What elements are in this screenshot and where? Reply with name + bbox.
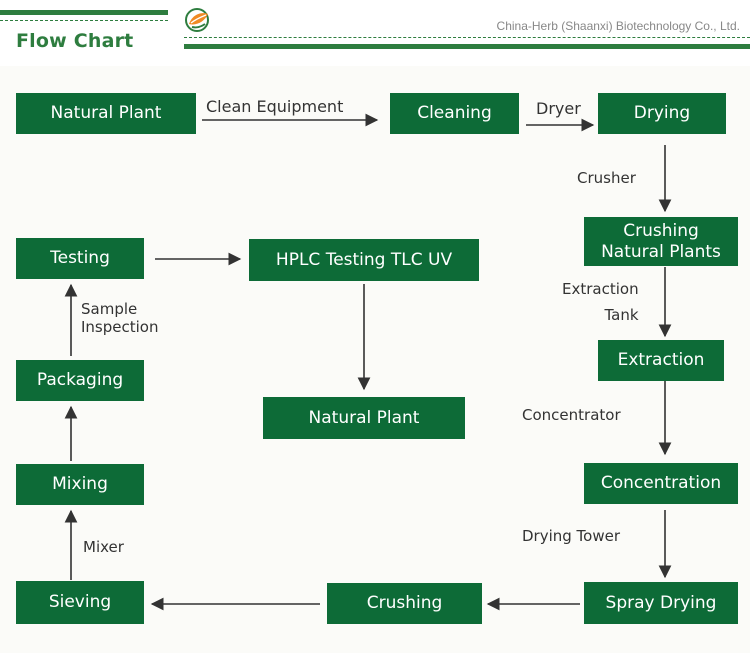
node-spray-drying: Spray Drying [584,582,738,624]
node-crushing-natural-plants: Crushing Natural Plants [584,217,738,266]
header-rule-right-bottom [184,44,750,49]
label-clean-equipment: Clean Equipment [206,97,344,116]
node-sieving: Sieving [16,581,144,624]
header-rule-left-top [0,10,168,15]
node-extraction: Extraction [598,340,724,381]
node-natural-plant-end: Natural Plant [263,397,465,439]
label-dryer: Dryer [536,99,581,118]
node-natural-plant-start: Natural Plant [16,93,196,134]
node-concentration: Concentration [584,463,738,504]
label-mixer: Mixer [83,538,124,556]
header-rule-right-thin [184,37,750,38]
label-extraction-tank: Extraction Tank [562,280,639,324]
label-crusher: Crusher [577,169,636,187]
header-bar: Flow Chart China-Herb (Shaanxi) Biotechn… [0,0,750,66]
leaf-circle-logo-icon [185,8,209,32]
label-drying-tower: Drying Tower [522,527,621,545]
node-crushing: Crushing [327,583,482,624]
company-name: China-Herb (Shaanxi) Biotechnology Co., … [496,19,740,33]
node-cleaning: Cleaning [390,93,519,134]
header-rule-left-thin [0,20,168,21]
page-title: Flow Chart [16,30,134,52]
node-mixing: Mixing [16,464,144,505]
node-hplc-testing: HPLC Testing TLC UV [249,239,479,281]
node-drying: Drying [598,93,726,134]
label-concentrator: Concentrator [522,406,621,424]
node-packaging: Packaging [16,360,144,401]
node-testing: Testing [16,238,144,279]
label-sample-inspection: Sample Inspection [81,300,159,336]
